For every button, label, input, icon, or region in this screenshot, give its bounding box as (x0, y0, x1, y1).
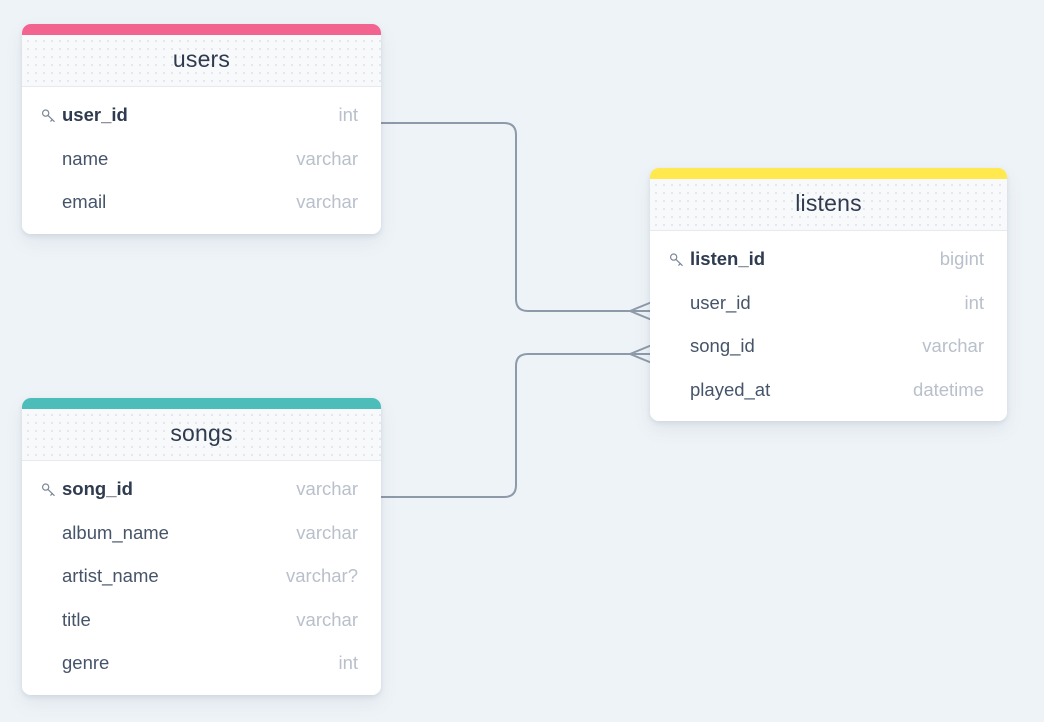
field-name: album_name (62, 521, 169, 543)
field-name: listen_id (690, 248, 766, 270)
accent-bar-users (22, 24, 381, 35)
field-type: varchar (296, 608, 358, 630)
field-type: varchar (296, 478, 358, 500)
field-row[interactable]: played_at datetime (650, 368, 1007, 412)
field-row[interactable]: name varchar (22, 137, 381, 181)
field-type: int (964, 291, 984, 313)
field-row[interactable]: user_id int (22, 93, 381, 137)
table-fields-songs: song_id varchar album_name varchar artis… (22, 461, 381, 695)
field-row[interactable]: genre int (22, 641, 381, 685)
table-fields-listens: listen_id bigint user_id int song_id var… (650, 231, 1007, 422)
key-icon (40, 107, 59, 124)
edge-users-listens (380, 122, 653, 321)
field-name: title (62, 608, 91, 630)
field-type: bigint (939, 248, 984, 270)
key-icon (668, 251, 687, 268)
field-name: song_id (690, 335, 755, 357)
field-row[interactable]: album_name varchar (22, 511, 381, 555)
table-header-listens: listens (650, 179, 1007, 232)
field-name: genre (62, 652, 110, 674)
accent-bar-songs (22, 398, 381, 409)
field-name: user_id (690, 291, 751, 313)
field-name: played_at (690, 378, 771, 400)
table-title-listens: listens (795, 190, 862, 216)
field-type: varchar (296, 147, 358, 169)
field-row[interactable]: user_id int (650, 281, 1007, 325)
accent-bar-listens (650, 168, 1007, 179)
table-card-users[interactable]: users user_id int name varchar (22, 24, 381, 234)
edge-songs-listens (380, 344, 653, 498)
field-name: artist_name (62, 565, 159, 587)
table-fields-users: user_id int name varchar email varchar (22, 87, 381, 234)
field-type: varchar (922, 335, 984, 357)
field-row[interactable]: title varchar (22, 598, 381, 642)
field-name: song_id (62, 478, 133, 500)
field-type: varchar? (286, 565, 358, 587)
field-type: varchar (296, 191, 358, 213)
field-row[interactable]: artist_name varchar? (22, 554, 381, 598)
field-row[interactable]: email varchar (22, 180, 381, 224)
field-row[interactable]: song_id varchar (650, 324, 1007, 368)
field-name: user_id (62, 104, 128, 126)
field-type: datetime (913, 378, 984, 400)
table-title-users: users (172, 46, 231, 72)
field-type: varchar (296, 521, 358, 543)
field-row[interactable]: listen_id bigint (650, 237, 1007, 281)
table-card-listens[interactable]: listens listen_id bigint user_id int (650, 168, 1007, 422)
table-title-songs: songs (170, 420, 233, 446)
table-card-songs[interactable]: songs song_id varchar album_name varchar (22, 398, 381, 695)
key-icon (40, 481, 59, 498)
field-row[interactable]: song_id varchar (22, 467, 381, 511)
field-type: int (338, 652, 358, 674)
field-type: int (338, 104, 358, 126)
field-name: name (62, 147, 109, 169)
field-name: email (62, 191, 107, 213)
table-header-songs: songs (22, 409, 381, 462)
table-header-users: users (22, 35, 381, 88)
